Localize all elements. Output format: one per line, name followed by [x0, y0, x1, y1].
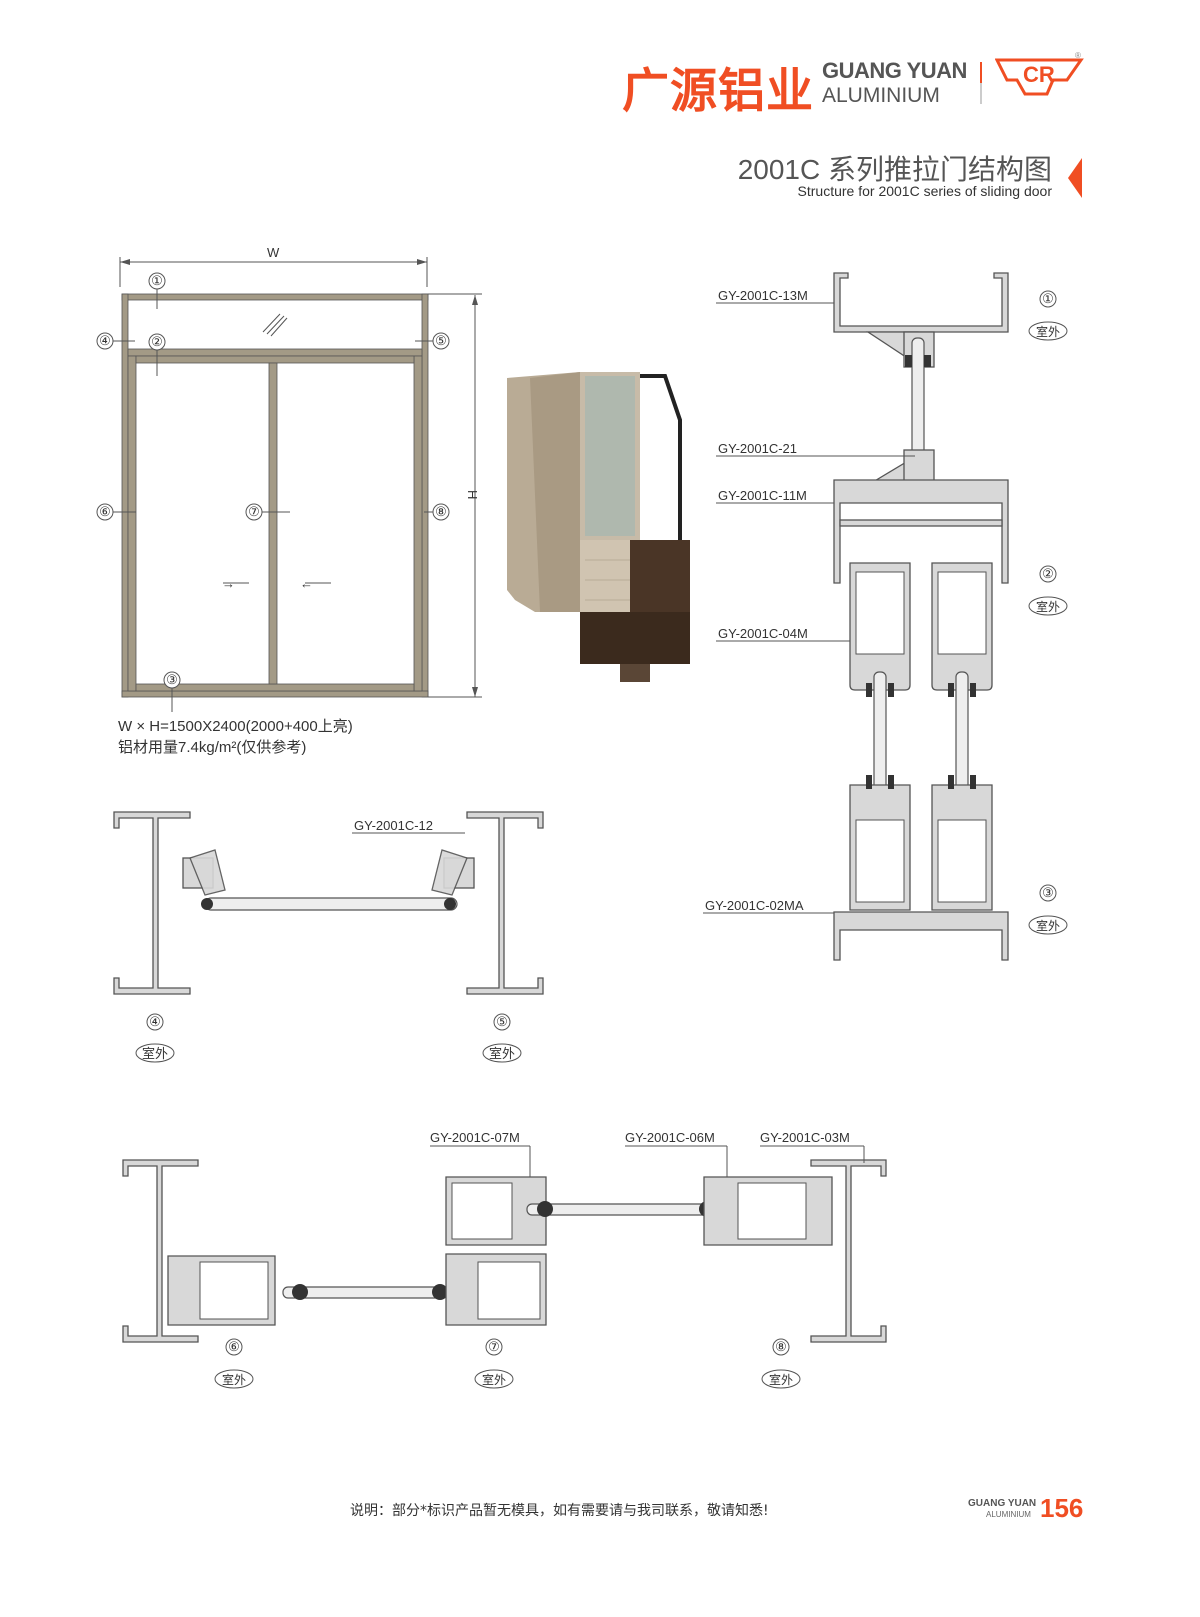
slide-right-arrow: →	[222, 576, 235, 591]
marker-2: ②	[151, 334, 163, 349]
outdoor-badge: 室外	[222, 1372, 246, 1387]
profile-label-06m: GY-2001C-06M	[625, 1130, 715, 1145]
marker-5: ⑤	[435, 333, 447, 348]
brand-name-en-sub: ALUMINIUM	[822, 84, 940, 107]
profile-3d-render	[507, 372, 690, 682]
svg-text:®: ®	[1075, 51, 1081, 60]
svg-text:⑦: ⑦	[488, 1339, 500, 1354]
profile-label-02ma: GY-2001C-02MA	[705, 898, 804, 913]
cr-logo-icon: CR ®	[995, 51, 1084, 96]
marker-1: ①	[151, 273, 163, 288]
spec-material-usage: 铝材用量7.4kg/m²(仅供参考)	[118, 739, 307, 756]
profile-label-21: GY-2001C-21	[718, 441, 797, 456]
marker-8: ⑧	[435, 504, 447, 519]
profile-label-11m: GY-2001C-11M	[718, 488, 807, 503]
svg-text:⑥: ⑥	[228, 1339, 240, 1354]
svg-text:②: ②	[1042, 566, 1054, 581]
title-marker-icon	[1068, 158, 1082, 198]
svg-text:⑧: ⑧	[775, 1339, 787, 1354]
section-6-7-8: GY-2001C-07M GY-2001C-06M GY-2001C-03M ⑥…	[122, 1130, 887, 1389]
marker-3: ③	[166, 672, 178, 687]
svg-text:⑤: ⑤	[496, 1014, 508, 1029]
page-title: 2001C 系列推拉门结构图	[737, 154, 1052, 185]
outdoor-badge: 室外	[769, 1372, 793, 1387]
outdoor-badge: 室外	[1036, 324, 1060, 339]
brand-name-cn: 广源铝业	[622, 64, 814, 119]
profile-label-12: GY-2001C-12	[354, 818, 433, 833]
outdoor-badge: 室外	[1036, 918, 1060, 933]
door-elevation: W H ① ②	[96, 245, 482, 712]
marker-4: ④	[99, 333, 111, 348]
section-4-5: GY-2001C-12 ④ ⑤ 室外 室外	[113, 811, 544, 1063]
svg-text:④: ④	[149, 1014, 161, 1029]
page-number: 156	[1040, 1493, 1084, 1523]
profile-label-04m: GY-2001C-04M	[718, 626, 808, 641]
profile-label-07m: GY-2001C-07M	[430, 1130, 520, 1145]
footer-brand-sub: ALUMINIUM	[986, 1510, 1031, 1519]
outdoor-badge: 室外	[482, 1372, 506, 1387]
marker-7: ⑦	[248, 504, 260, 519]
brand-name-en: GUANG YUAN	[822, 58, 967, 83]
page-subtitle: Structure for 2001C series of sliding do…	[797, 183, 1052, 199]
outdoor-badge: 室外	[489, 1046, 515, 1061]
profile-label-13m: GY-2001C-13M	[718, 288, 808, 303]
svg-text:CR: CR	[1023, 62, 1055, 87]
height-label: H	[465, 490, 480, 499]
marker-6: ⑥	[99, 504, 111, 519]
svg-text:③: ③	[1042, 885, 1054, 900]
outdoor-badge: 室外	[1036, 599, 1060, 614]
brand-divider	[980, 62, 982, 104]
footer-note: 说明：部分*标识产品暂无模具，如有需要请与我司联系，敬请知悉!	[350, 1503, 769, 1519]
spec-text: W × H=1500X2400(2000+400上亮) 铝材用量7.4kg/m²…	[118, 716, 353, 758]
spec-dimensions: W × H=1500X2400(2000+400上亮)	[118, 718, 353, 735]
profile-label-03m: GY-2001C-03M	[760, 1130, 850, 1145]
slide-left-arrow: ←	[300, 576, 313, 591]
svg-text:①: ①	[1042, 291, 1054, 306]
outdoor-badge: 室外	[142, 1046, 168, 1061]
width-label: W	[267, 245, 280, 260]
footer-brand: GUANG YUAN	[968, 1498, 1037, 1509]
section-1-2-3: GY-2001C-13M GY-2001C-21 GY-2001C-11M GY…	[703, 272, 1068, 961]
